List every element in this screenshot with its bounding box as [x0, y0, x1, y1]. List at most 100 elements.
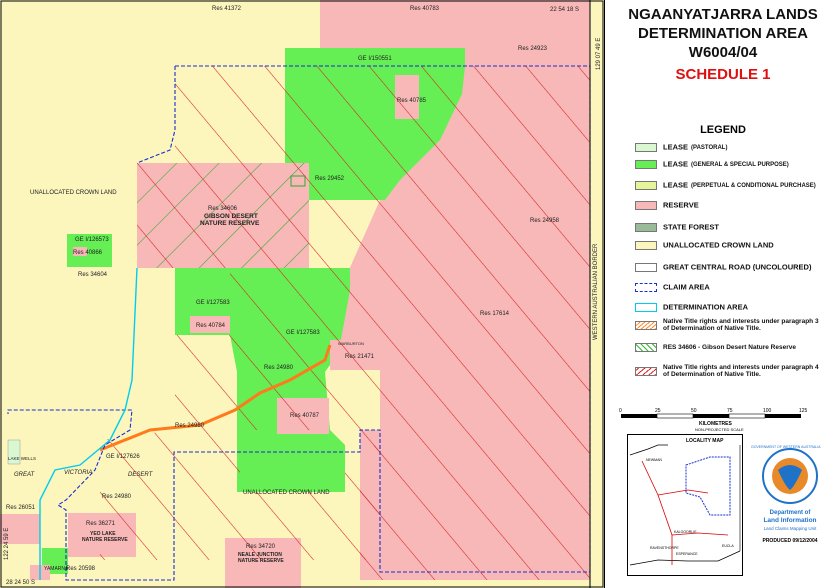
legend-item: RESERVE [635, 200, 699, 210]
claim-boundary [7, 65, 591, 581]
title-line-1: NGAANYATJARRA LANDS [628, 6, 818, 23]
res-26051 [0, 514, 40, 544]
res-40784 [190, 316, 230, 333]
ucl-label-2: UNALLOCATED CROWN LAND [243, 490, 330, 496]
legend-swatch [635, 200, 657, 210]
legend-swatch [635, 240, 657, 250]
determination-boundary [39, 267, 138, 580]
scale-tick-25: 25 [655, 408, 661, 414]
locality-title: LOCALITY MAP [686, 438, 724, 444]
legend-label: RES 34606 - Gibson Desert Nature Reserve [663, 343, 796, 351]
logo-line-2: Land Information [763, 517, 816, 524]
label-res-34604: Res 34604 [78, 272, 108, 278]
label-res-40866: Res 40866 [73, 250, 103, 256]
legend-heading: LEGEND [700, 124, 746, 136]
label-res-20598: Res 20598 [66, 566, 96, 572]
label-yeo-2: NATURE RESERVE [82, 537, 128, 543]
legend-label: GREAT CENTRAL ROAD (UNCOLOURED) [663, 262, 812, 272]
label-desert: DESERT [128, 472, 154, 478]
label-lake-wells: LAKE WELLS [8, 456, 36, 461]
logo-line-3: Land Claims Mapping Unit [764, 526, 818, 531]
label-res-36271: Res 36271 [86, 521, 116, 527]
schedule-title: SCHEDULE 1 [675, 66, 771, 83]
legend-swatch [635, 222, 657, 232]
dli-logo: GOVERNMENT OF WESTERN AUSTRALIA Departme… [751, 445, 821, 544]
legend-label: RESERVE [663, 200, 699, 210]
coord-left: 122 24 59 E [4, 528, 10, 560]
map-frame [0, 0, 604, 588]
legend-swatch [635, 302, 657, 312]
legend-label: STATE FOREST [663, 222, 719, 232]
scale-note: NON-PROJECTED SCALE [695, 427, 744, 432]
locality-newman: NEWMAN [646, 458, 662, 462]
legend-swatch [635, 320, 657, 330]
legend-item: Native Title rights and interests under … [635, 318, 823, 332]
legend-label: DETERMINATION AREA [663, 302, 748, 312]
res-40866 [73, 247, 87, 256]
legend-item: LEASE(GENERAL & SPECIAL PURPOSE) [635, 159, 789, 169]
label-res-34606: Res 34606 [208, 206, 238, 212]
label-warburton: WARBURTON [338, 341, 364, 346]
label-res-21471: Res 21471 [345, 354, 375, 360]
label-yamarna: YAMARNA [44, 566, 69, 572]
logo-line-1: Department of [770, 510, 812, 516]
great-central-road [99, 344, 332, 452]
legend-swatch [635, 342, 657, 352]
scale-label: KILOMETRES [699, 421, 732, 427]
label-res-24980b: Res 24980 [175, 423, 205, 429]
map-canvas[interactable]: 22 54 18 S 129 07 49 E 122 24 59 E 28 24… [0, 0, 604, 588]
label-ge-127583a: GE I/127583 [196, 300, 230, 306]
coord-tr: 22 54 18 S [550, 7, 579, 13]
scale-tick-125: 125 [799, 408, 808, 414]
label-res-24980c: Res 24980 [102, 494, 132, 500]
scale-tick-50: 50 [691, 408, 697, 414]
logo-ring-text: GOVERNMENT OF WESTERN AUSTRALIA [751, 445, 821, 449]
locality-ravensthorpe: RAVENSTHORPE [650, 546, 679, 550]
legend-label: CLAIM AREA [663, 282, 710, 292]
label-ge-127583b: GE I/127583 [286, 330, 320, 336]
locality-map: LOCALITY MAP NEWMAN KALGOORLIE EUCLA ESP… [627, 434, 743, 576]
label-neale-2: NATURE RESERVE [238, 558, 284, 564]
label-great: GREAT [14, 472, 36, 478]
locality-esperance: ESPERANCE [676, 552, 698, 556]
label-victoria: VICTORIA [64, 470, 92, 476]
label-res-40787: Res 40787 [290, 413, 320, 419]
legend-sublabel: (PASTORAL) [691, 145, 728, 151]
coord-right: 129 07 49 E [596, 38, 602, 70]
legend-item: LEASE(PERPETUAL & CONDITIONAL PURCHASE) [635, 180, 816, 190]
label-res-24980a: Res 24980 [264, 365, 294, 371]
native-title-para4 [137, 66, 590, 580]
lake-wells [7, 439, 21, 465]
label-res-34720: Res 34720 [246, 544, 276, 550]
legend-label: LEASE [663, 159, 689, 169]
legend-swatch [635, 366, 657, 376]
legend-item: Native Title rights and interests under … [635, 364, 823, 378]
title-line-2: DETERMINATION AREA [638, 25, 808, 42]
label-res-17614: Res 17614 [480, 311, 510, 317]
label-res-24923: Res 24923 [518, 46, 548, 52]
legend-item: STATE FOREST [635, 222, 719, 232]
legend-swatch [635, 159, 657, 169]
label-res-40785: Res 40785 [397, 98, 427, 104]
scale-tick-0: 0 [619, 408, 622, 414]
label-res-40784: Res 40784 [196, 323, 226, 329]
label-gibson-1: GIBSON DESERT [204, 213, 258, 220]
label-ge-150551: GE I/150551 [358, 56, 392, 62]
legend-swatch [635, 142, 657, 152]
legend-label: Native Title rights and interests under … [663, 364, 819, 378]
label-gibson-2: NATURE RESERVE [200, 220, 260, 227]
legend-swatch [635, 180, 657, 190]
title-line-3: W6004/04 [688, 44, 758, 61]
label-res-40783: Res 40783 [410, 6, 440, 12]
label-res-26051: Res 26051 [6, 505, 36, 511]
label-yeo-1: YEO LAKE [90, 531, 116, 537]
native-title-para4-south [100, 430, 380, 560]
scale-tick-100: 100 [763, 408, 772, 414]
label-ge-126573: GE I/126573 [75, 237, 109, 243]
locality-eucla: EUCLA [722, 544, 734, 548]
label-res-41372: Res 41372 [212, 6, 242, 12]
legend-item: GREAT CENTRAL ROAD (UNCOLOURED) [635, 262, 811, 272]
legend-label: LEASE [663, 180, 689, 190]
scale-tick-75: 75 [727, 408, 733, 414]
legend-sublabel: (PERPETUAL & CONDITIONAL PURCHASE) [691, 183, 816, 189]
